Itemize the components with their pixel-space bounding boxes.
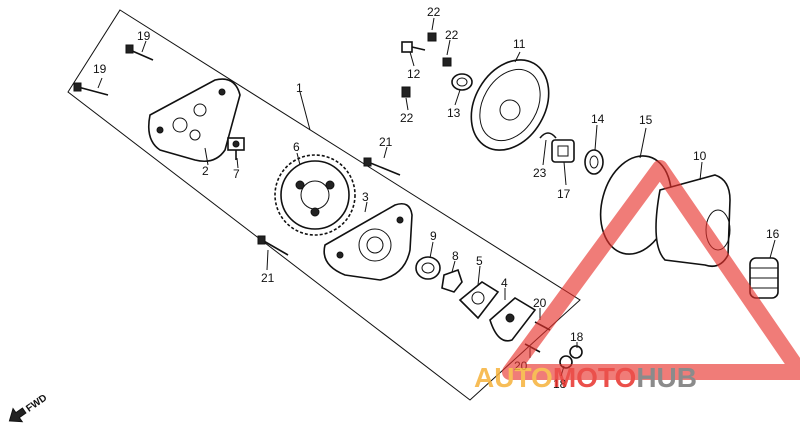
washer-22-c xyxy=(401,86,411,98)
outer-rotor xyxy=(441,268,463,293)
washer-22-a xyxy=(427,32,437,42)
driven-gear xyxy=(749,257,779,299)
sprocket-gear xyxy=(274,154,356,236)
callout-15: 15 xyxy=(639,113,653,127)
bolt-12 xyxy=(401,41,426,53)
callout-1: 1 xyxy=(296,81,303,95)
callout-12: 12 xyxy=(407,67,421,81)
callout-8: 8 xyxy=(452,249,459,263)
callout-10: 10 xyxy=(693,149,707,163)
gasket xyxy=(458,281,500,320)
thrust-washer xyxy=(584,149,604,175)
callout-21-lower: 21 xyxy=(261,271,275,285)
inner-rotor xyxy=(415,256,441,280)
callout-13: 13 xyxy=(447,106,461,120)
fwd-label: FWD xyxy=(24,393,49,415)
callout-4: 4 xyxy=(501,276,508,290)
callout-2: 2 xyxy=(202,164,209,178)
callout-9: 9 xyxy=(430,229,437,243)
pump-body xyxy=(323,202,413,281)
assembly-outline xyxy=(67,9,581,401)
end-plate xyxy=(489,297,537,342)
callout-3: 3 xyxy=(362,190,369,204)
callout-22-low: 22 xyxy=(400,111,414,125)
watermark-text-hub: HUB xyxy=(636,362,697,393)
watermark-logo: AUTOMOTOHUB xyxy=(474,160,800,393)
callout-20-upper: 20 xyxy=(533,296,547,310)
callout-labels: 19 19 1 2 7 6 3 21 21 9 8 5 4 20 20 18 1… xyxy=(93,5,780,391)
pin-21-upper xyxy=(363,157,401,176)
drive-collar xyxy=(551,139,575,163)
relief-spring xyxy=(451,73,473,91)
leader-lines xyxy=(97,17,776,377)
callout-21-upper: 21 xyxy=(379,135,393,149)
watermark-text: AUTOMOTOHUB xyxy=(474,362,697,393)
retaining-clip xyxy=(539,132,557,139)
callout-19-left: 19 xyxy=(93,62,107,76)
bolt-7 xyxy=(227,137,245,160)
warning-triangle-icon xyxy=(502,160,800,380)
callout-22-mid: 22 xyxy=(445,28,459,42)
callout-7: 7 xyxy=(233,167,240,181)
bolt-19-left xyxy=(73,82,109,96)
callout-23: 23 xyxy=(533,166,547,180)
callout-18-upper: 18 xyxy=(570,330,584,344)
cover-plate xyxy=(147,78,241,163)
callout-22-top: 22 xyxy=(427,5,441,19)
forward-direction-indicator: FWD xyxy=(8,393,49,423)
washer-22-b xyxy=(442,57,452,67)
watermark-text-auto: AUTO xyxy=(474,362,553,393)
o-ring-18-upper xyxy=(569,345,583,359)
callout-18-lower: 18 xyxy=(553,377,567,391)
callout-17: 17 xyxy=(557,187,571,201)
callout-6: 6 xyxy=(293,140,300,154)
callout-19-right: 19 xyxy=(137,29,151,43)
callout-11: 11 xyxy=(513,37,526,51)
callout-5: 5 xyxy=(476,254,483,268)
bolt-19-right xyxy=(125,44,154,61)
pin-21-lower xyxy=(257,235,289,256)
watermark-text-moto: MOTO xyxy=(553,362,636,393)
callout-14: 14 xyxy=(591,112,605,126)
strainer-housing xyxy=(470,59,550,151)
callout-16: 16 xyxy=(766,227,780,241)
